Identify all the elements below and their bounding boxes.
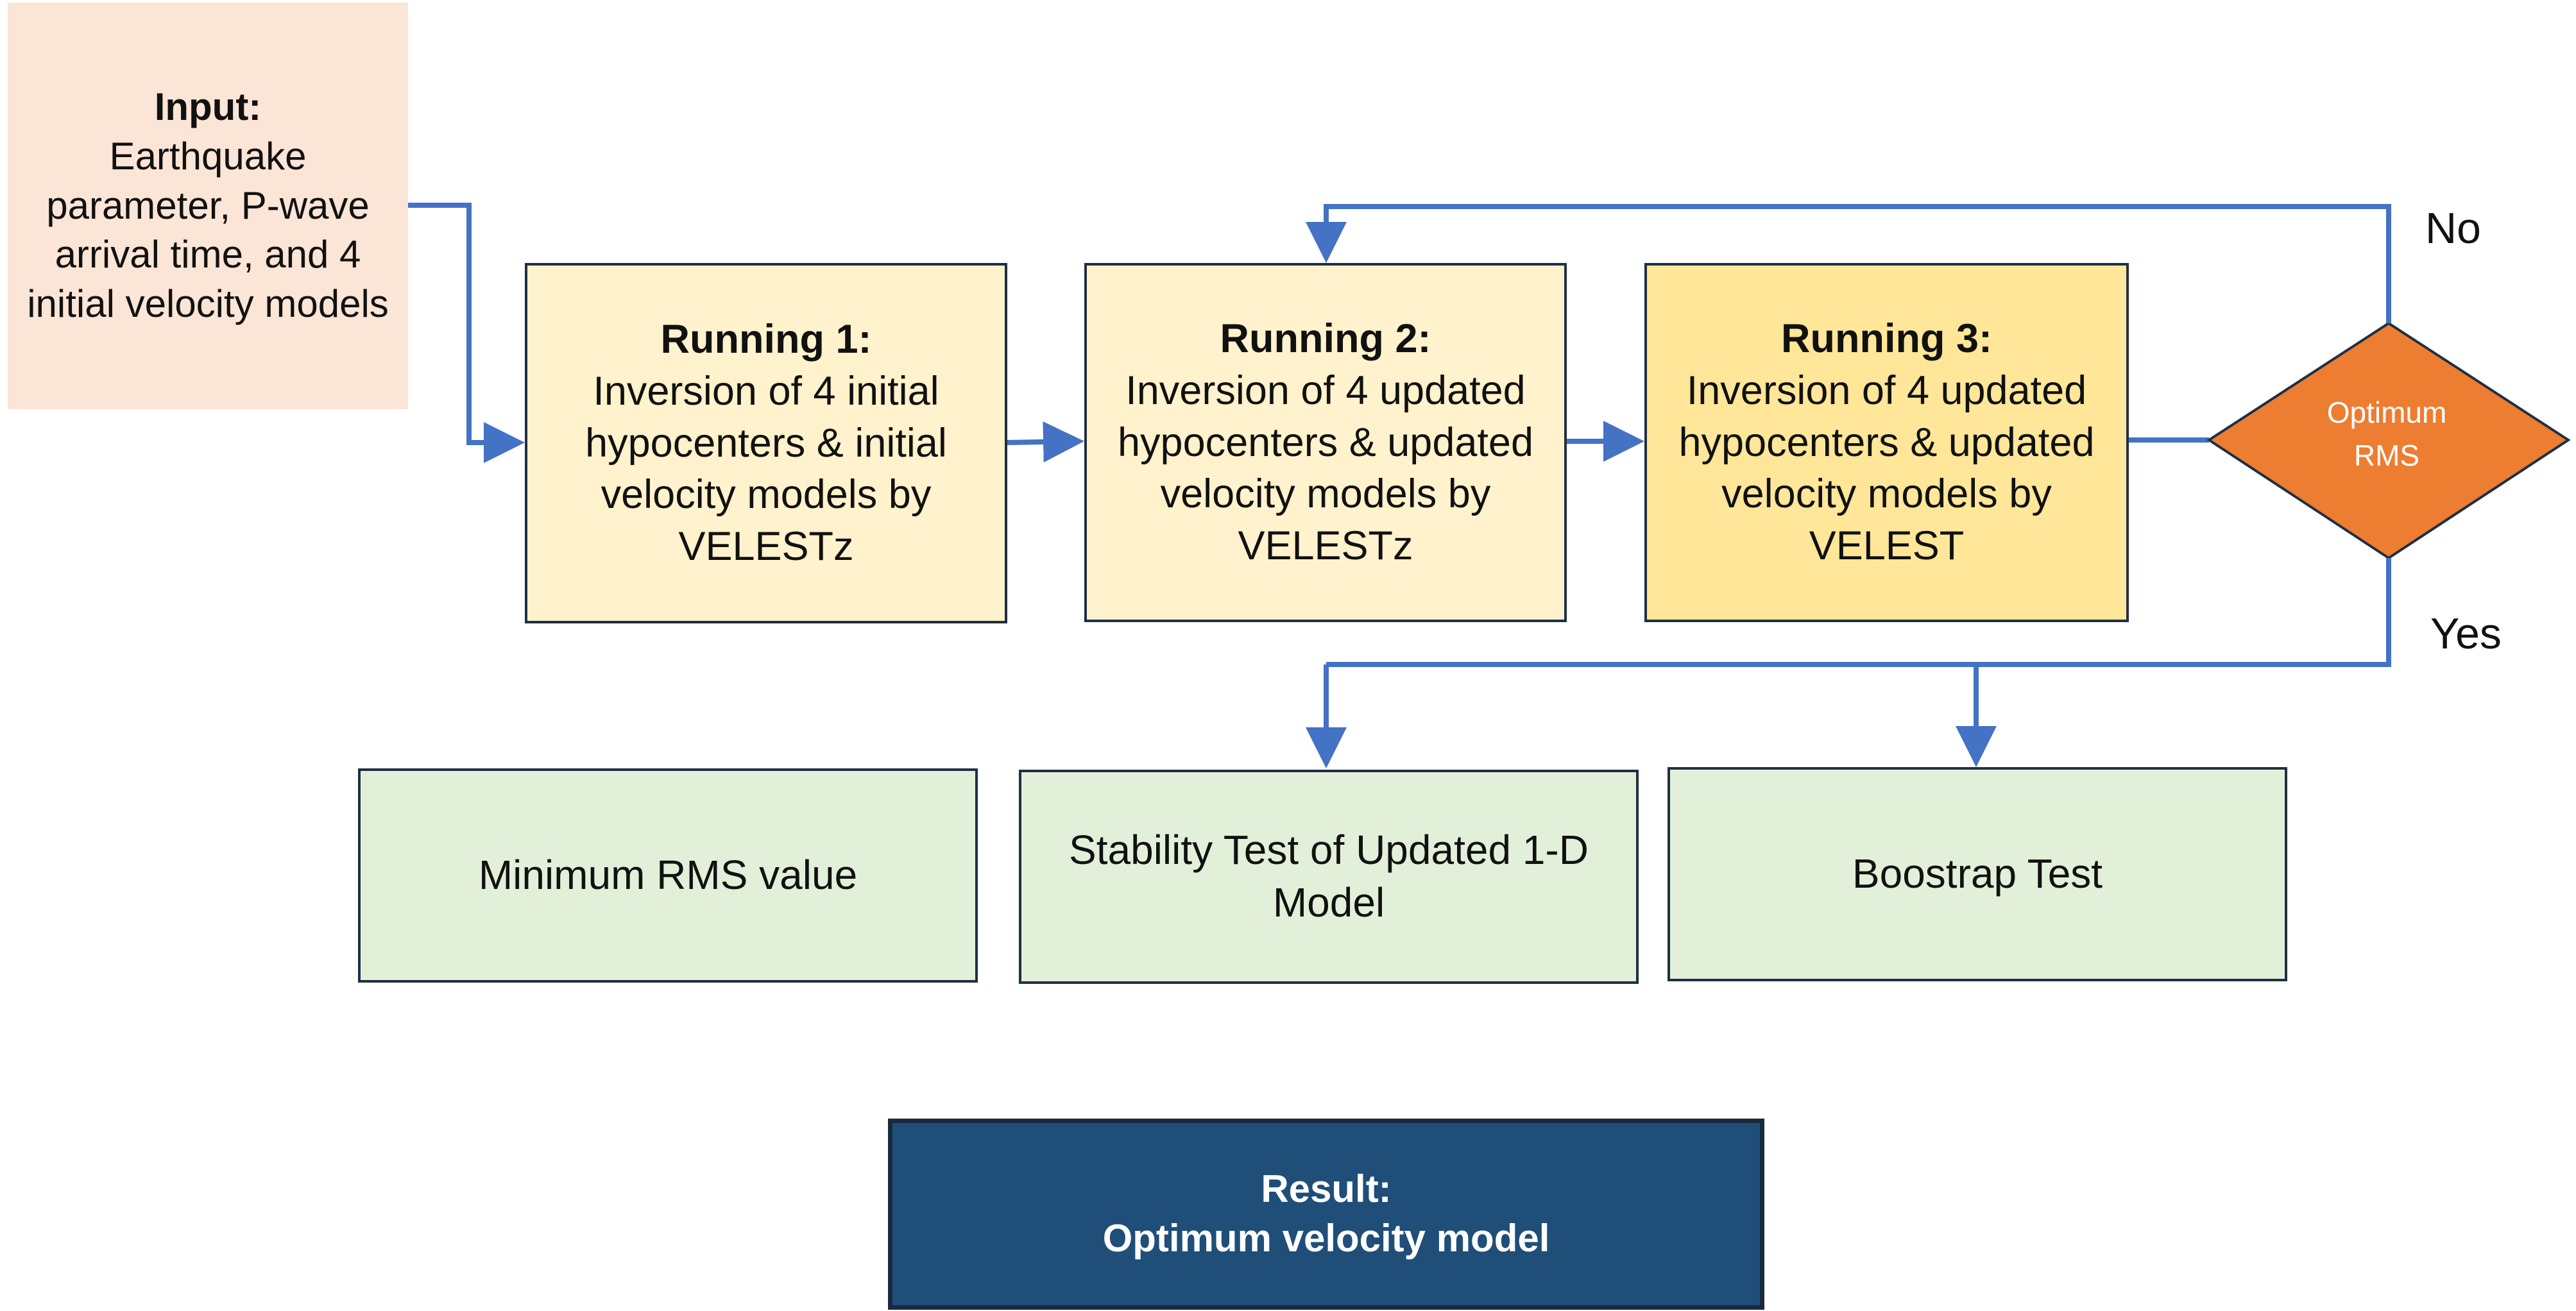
connector-yes-branch [1326, 558, 2391, 667]
running-2-title: Running 2: [1220, 316, 1431, 362]
stability-test-box: Stability Test of Updated 1-D Model [1019, 770, 1639, 984]
result-body: Optimum velocity model [1102, 1217, 1550, 1260]
arrow-no-loop-to-running-2 [1306, 204, 2391, 323]
running-2-body: Inversion of 4 updated hypocenters & upd… [1118, 368, 1533, 568]
input-body: Earthquake parameter, P-wave arrival tim… [27, 134, 389, 326]
result-box: Result: Optimum velocity model [888, 1119, 1764, 1310]
running-1-body: Inversion of 4 initial hypocenters & ini… [585, 369, 947, 569]
yes-branch-label: Yes [2430, 609, 2502, 658]
minimum-rms-label: Minimum RMS value [478, 852, 858, 899]
bootstrap-test-label: Boostrap Test [1852, 850, 2103, 897]
running-3-title: Running 3: [1781, 316, 1992, 362]
stability-test-label: Stability Test of Updated 1-D Model [1069, 827, 1589, 926]
no-branch-label: No [2425, 204, 2481, 253]
decision-label-line-2: RMS [2353, 438, 2420, 472]
input-box: Input: Earthquake parameter, P-wave arri… [8, 3, 408, 409]
arrow-input-to-running-1 [408, 203, 525, 463]
running-2-box: Running 2: Inversion of 4 updated hypoce… [1084, 263, 1567, 622]
running-3-box: Running 3: Inversion of 4 updated hypoce… [1644, 263, 2129, 622]
result-title: Result: [1261, 1167, 1392, 1211]
running-1-title: Running 1: [660, 317, 872, 362]
input-title: Input: [154, 85, 262, 128]
running-3-body: Inversion of 4 updated hypocenters & upd… [1678, 368, 2095, 568]
bootstrap-test-box: Boostrap Test [1668, 767, 2287, 981]
running-1-box: Running 1: Inversion of 4 initial hypoce… [525, 263, 1007, 623]
arrow-running-1-to-running-2 [1007, 421, 1084, 462]
minimum-rms-box: Minimum RMS value [358, 768, 978, 983]
decision-label: Optimum RMS [2207, 391, 2566, 477]
decision-label-line-1: Optimum [2326, 396, 2447, 429]
